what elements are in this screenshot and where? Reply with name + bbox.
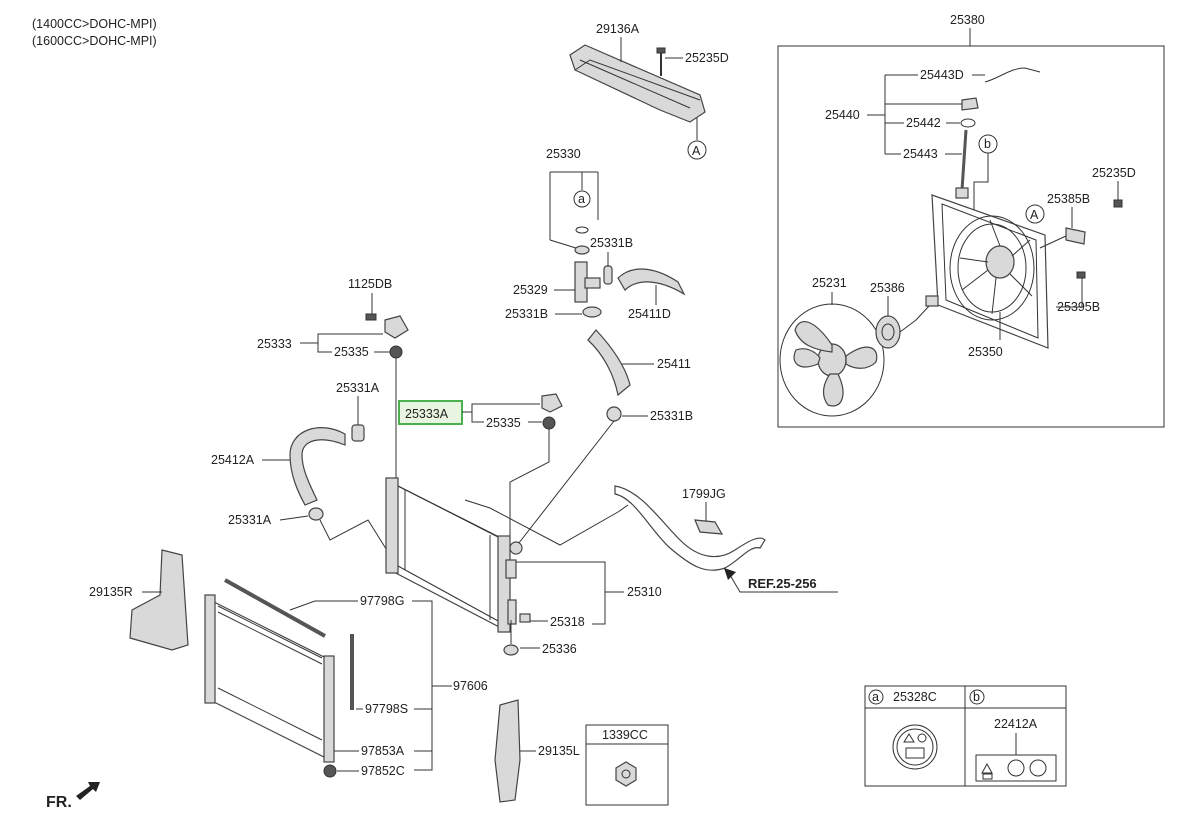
label-25335-a[interactable]: 25335 [334,345,369,359]
label-25380[interactable]: 25380 [950,13,985,27]
clamp-25331B-b[interactable] [582,306,602,318]
air-guard-29135R[interactable] [129,549,189,651]
label-1799JG[interactable]: 1799JG [682,487,726,501]
label-97606[interactable]: 97606 [453,679,488,693]
fan-blade-25231[interactable] [779,303,885,417]
condenser-97606[interactable] [204,594,335,763]
label-29135L[interactable]: 29135L [538,744,580,758]
engine-line-1: (1400CC>DOHC-MPI) [32,17,157,31]
label-97853A[interactable]: 97853A [361,744,405,758]
label-25411D[interactable]: 25411D [628,307,671,321]
label-1339CC[interactable]: 1339CC [602,728,648,742]
hose-25411D[interactable] [617,268,686,296]
label-25231[interactable]: 25231 [812,276,847,290]
filler-neck-25329[interactable] [574,261,601,303]
air-guide-top[interactable] [569,44,706,123]
front-indicator: FR. [46,794,72,811]
label-25331B-a[interactable]: 25331B [590,236,633,250]
label-25443[interactable]: 25443 [903,147,938,161]
clip-1799JG[interactable] [694,519,724,535]
insulator-25335-b[interactable] [542,416,556,430]
label-25411[interactable]: 25411 [657,357,691,371]
label-25318[interactable]: 25318 [550,615,585,629]
ref-circle-A-fan: A [1030,208,1039,222]
label-1125DB[interactable]: 1125DB [348,277,392,291]
clamp-25331B-c[interactable] [606,406,622,422]
label-25336[interactable]: 25336 [542,642,577,656]
label-25235D-fan[interactable]: 25235D [1092,166,1136,180]
radiator-25310[interactable] [385,477,523,633]
clamp-25331A-b[interactable] [308,507,324,521]
overflow-hose[interactable] [614,485,766,571]
label-25331A-b[interactable]: 25331A [228,513,272,527]
fan-assembly-box [777,45,1165,428]
front-arrow-icon [76,782,100,800]
ref-circle-a: a [578,192,585,206]
label-97798G[interactable]: 97798G [360,594,404,608]
label-25331B-c[interactable]: 25331B [650,409,693,423]
label-25350[interactable]: 25350 [968,345,1003,359]
label-25330[interactable]: 25330 [546,147,581,161]
label-25440[interactable]: 25440 [825,108,860,122]
ref-25-256[interactable]: REF.25-256 [748,576,817,591]
label-25235D-top[interactable]: 25235D [685,51,729,65]
bracket-25333A[interactable] [541,393,563,413]
insulator-25335-a[interactable] [389,345,403,359]
upper-hose-25411[interactable] [587,329,631,397]
label-25443D[interactable]: 25443D [920,68,964,82]
label-25331B-b[interactable]: 25331B [505,307,548,321]
bolt-25235D-fan[interactable] [1113,199,1123,208]
legend-table: a 25328C b 22412A [864,685,1067,787]
clamp-25331B-a[interactable] [603,265,613,285]
legend-b-part[interactable]: 22412A [994,717,1038,731]
label-25412A[interactable]: 25412A [211,453,255,467]
fan-shroud-25350[interactable] [931,194,1049,349]
drain-plug-25318[interactable] [519,613,531,623]
resistor-25385B[interactable] [1065,227,1086,245]
clamp-25331A-a[interactable] [351,424,365,442]
label-25385B[interactable]: 25385B [1047,192,1090,206]
label-25310[interactable]: 25310 [627,585,662,599]
label-29135R[interactable]: 29135R [89,585,133,599]
ref-circle-b: b [984,137,991,151]
label-25335-b[interactable]: 25335 [486,416,521,430]
seal-25442[interactable] [960,118,976,128]
warning-label-icon [975,733,1057,782]
air-guard-29135L[interactable] [494,699,521,803]
nut-box-1339CC[interactable]: 1339CC [585,724,669,806]
ref-circle-A-top: A [692,144,701,158]
label-97852C[interactable]: 97852C [361,764,405,778]
bolt-25395B[interactable] [1076,271,1086,279]
bolt-25235D-top[interactable] [656,47,666,76]
lower-hose-25412A[interactable] [289,427,346,506]
legend-a-part[interactable]: 25328C [893,690,937,704]
label-25333A[interactable]: 25333A [405,407,449,421]
bracket-25333[interactable] [384,315,409,339]
seal-97798G[interactable] [224,578,326,638]
hose-25443D[interactable] [984,67,1041,83]
label-25386[interactable]: 25386 [870,281,905,295]
bolt-1125DB[interactable] [365,313,377,321]
label-25331A-a[interactable]: 25331A [336,381,380,395]
bolt-97852C[interactable] [323,764,337,778]
label-25329[interactable]: 25329 [513,283,548,297]
label-97798S[interactable]: 97798S [365,702,408,716]
insulator-25336[interactable] [503,644,519,656]
legend-b-letter: b [973,690,980,704]
engine-line-2: (1600CC>DOHC-MPI) [32,34,157,48]
label-25333[interactable]: 25333 [257,337,292,351]
highlight-25333A[interactable]: 25333A [398,400,463,425]
fan-motor-25386[interactable] [875,295,939,349]
cap-25440[interactable] [961,97,979,111]
hose-25443[interactable] [955,129,969,199]
label-29136A[interactable]: 29136A [596,22,640,36]
cap-label-icon [892,724,938,770]
legend-a-letter: a [872,690,879,704]
label-25442[interactable]: 25442 [906,116,941,130]
